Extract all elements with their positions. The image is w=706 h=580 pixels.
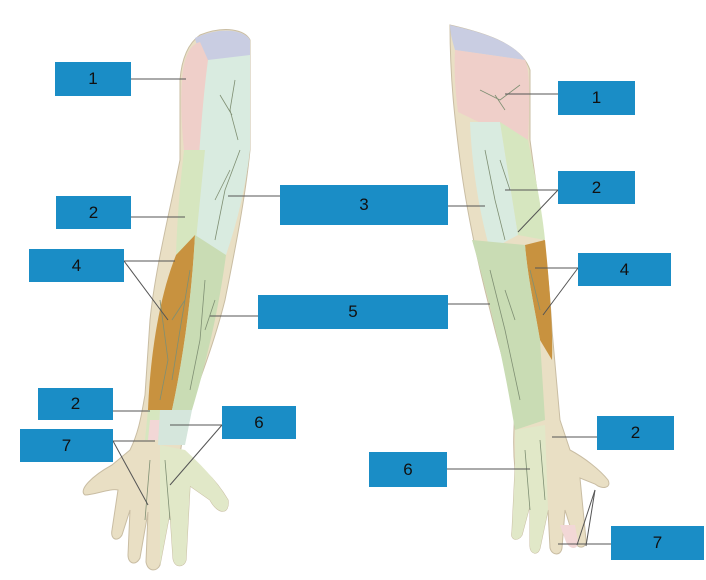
- right-region-6: [511, 425, 548, 554]
- left-region-3: [195, 55, 250, 255]
- left-veins: [144, 79, 241, 521]
- label-box-left-4: 4: [29, 249, 124, 282]
- label-box-center-6: 6: [222, 406, 296, 439]
- label-box-center-5: 5: [258, 295, 448, 329]
- left-shoulder: [195, 30, 250, 60]
- label-box-left-1: 1: [55, 62, 131, 96]
- right-region-5: [472, 240, 545, 430]
- left-region-7: [148, 420, 160, 440]
- label-box-right-2-upper: 2: [558, 171, 635, 204]
- label-box-right-6: 6: [369, 452, 447, 487]
- label-box-right-4: 4: [578, 253, 671, 286]
- label-box-right-1: 1: [558, 81, 635, 115]
- label-box-right-7: 7: [611, 526, 704, 560]
- label-box-center-3: 3: [280, 185, 448, 225]
- label-box-left-2-lower: 2: [38, 388, 113, 420]
- right-region-1: [454, 50, 530, 140]
- right-arm: [449, 24, 610, 555]
- left-region-4: [148, 235, 195, 410]
- left-region-6-hand: [160, 445, 229, 566]
- leader-lines: [112, 78, 611, 547]
- right-shoulder: [450, 25, 525, 60]
- right-region-2: [500, 122, 545, 240]
- label-box-right-2-lower: 2: [597, 416, 674, 450]
- label-box-left-2-upper: 2: [56, 196, 131, 229]
- label-box-left-7: 7: [20, 429, 113, 462]
- right-region-4: [525, 240, 553, 360]
- left-region-5: [172, 235, 226, 410]
- left-arm: [82, 29, 251, 571]
- left-region-2-upper: [176, 150, 205, 255]
- left-region-1: [181, 42, 208, 150]
- left-region-6-wrist: [158, 410, 192, 445]
- right-region-3: [470, 122, 518, 250]
- right-region-7: [560, 525, 578, 548]
- right-veins: [479, 84, 546, 511]
